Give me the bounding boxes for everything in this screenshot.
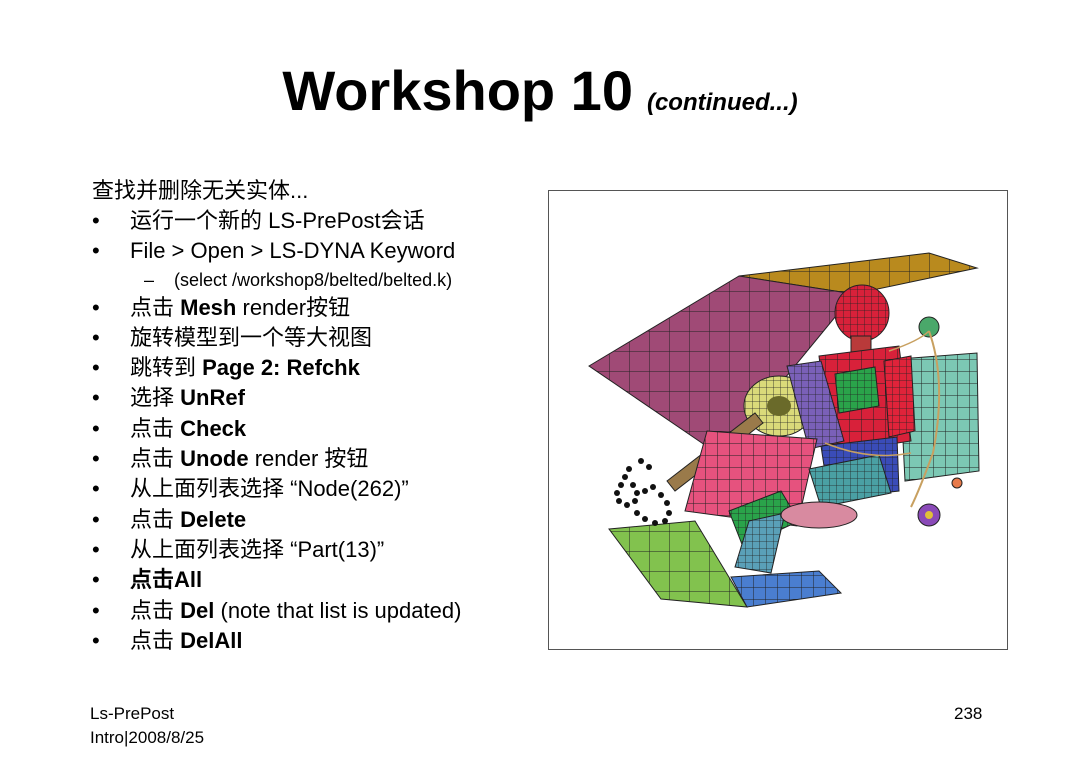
list-item-text: 点击 DelAll [130,627,243,653]
bullet-list: 查找并删除无关实体... • 运行一个新的 LS‐PrePost会话 • Fil… [92,176,542,656]
bullet-marker: • [92,597,100,623]
intro-text: 查找并删除无关实体... [92,178,309,203]
sub-list-item-text: (select /workshop8/belted/belted.k) [174,269,453,290]
list-item: • 点击 Delete [92,505,542,535]
list-item: • 点击 DelAll [92,626,542,656]
list-item: • 点击 Check [92,414,542,444]
sub-dash: – [144,269,155,290]
list-item: • File > Open > LS‐DYNA Keyword [92,236,542,266]
bullet-marker: • [92,324,100,350]
bullet-marker: • [92,446,100,472]
list-item: • 点击 Unode render 按钮 [92,444,542,474]
bullet-marker: • [92,355,100,381]
slide-title-block: Workshop 10 (continued...) [0,58,1080,123]
bullet-marker: • [92,536,100,562]
bullet-marker: • [92,415,100,441]
list-item-text: 点击 Delete [130,506,247,532]
list-item-text: 点击 Mesh render按钮 [130,294,351,320]
slide-title: Workshop 10 [282,59,633,122]
footer-left: Ls-PrePost Intro|2008/8/25 [90,702,204,750]
page-number: 238 [954,704,983,723]
model-figure [548,190,1008,650]
list-item-text: 从上面列表选择 “Part(13)” [130,536,385,562]
list-item-text: 选择 UnRef [130,385,245,411]
bullet-marker: • [92,506,100,532]
bullet-marker: • [92,238,100,264]
list-item-text: 旋转模型到一个等大视图 [130,324,373,350]
list-item: • 运行一个新的 LS‐PrePost会话 [92,206,542,236]
bullet-marker: • [92,385,100,411]
list-item-text: 点击 Del (note that list is updated) [130,597,462,623]
sub-list-item: – (select /workshop8/belted/belted.k) [92,267,542,293]
list-item-text: 点击 Check [130,415,247,441]
list-item: • 点击 Mesh render按钮 [92,293,542,323]
list-item-text: 点击All [130,567,203,593]
list-item-text: 运行一个新的 LS‐PrePost会话 [130,208,425,233]
list-item: • 选择 UnRef [92,383,542,413]
bullet-marker: • [92,567,100,593]
list-item-text: File > Open > LS‐DYNA Keyword [130,238,456,264]
list-item: • 从上面列表选择 “Part(13)” [92,535,542,565]
list-item-text: 跳转到 Page 2: Refchk [130,355,360,381]
bullet-marker: • [92,294,100,320]
crash-dummy-mesh-image [588,252,980,608]
slide-title-suffix: (continued...) [646,89,798,116]
list-item: • 点击 Del (note that list is updated) [92,596,542,626]
bullet-marker: • [92,208,100,233]
bullet-marker: • [92,476,100,502]
footer-app-name: Ls-PrePost [90,704,175,723]
footer-date: Intro|2008/8/25 [90,728,205,747]
list-item-text: 从上面列表选择 “Node(262)” [130,476,409,502]
list-item: • 点击All [92,565,542,595]
list-item-text: 点击 Unode render 按钮 [130,446,369,472]
list-item: • 旋转模型到一个等大视图 [92,323,542,353]
list-item: • 跳转到 Page 2: Refchk [92,353,542,383]
bullet-marker: • [92,627,100,653]
list-item: • 从上面列表选择 “Node(262)” [92,474,542,504]
